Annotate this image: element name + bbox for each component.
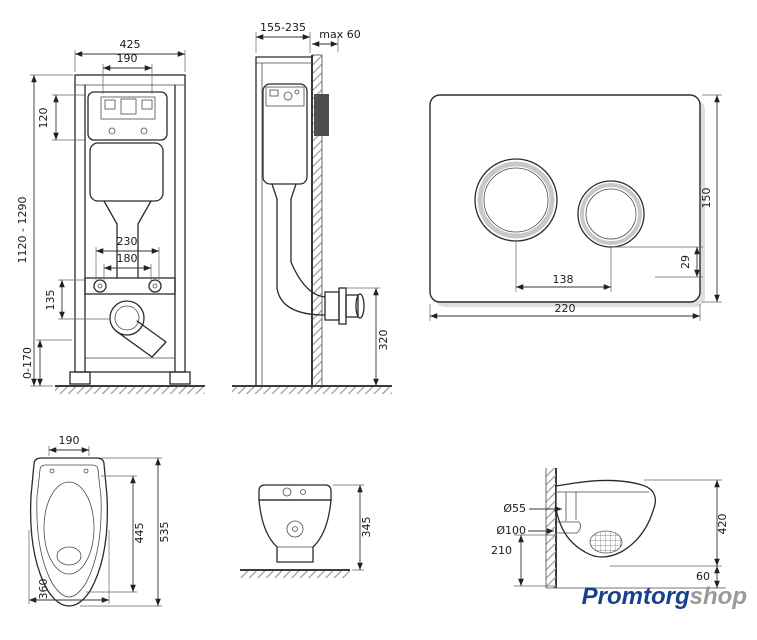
dim-outlet-diameter: Ø100 [496,524,526,537]
dim-drain-diameter: Ø55 [503,502,526,515]
dim-plate-height: 150 [700,188,713,209]
dim-frame-box-height: 120 [37,108,50,129]
dim-bottom-offset: 60 [696,570,710,583]
toilet-top-view: 190 445 535 360 [28,434,171,607]
toilet-front-view: 345 [240,484,373,578]
floor-hatch [55,387,205,394]
dim-lower-height: 210 [491,544,512,557]
toilet-side-view: Ø55 Ø100 210 420 60 [491,468,729,589]
dim-total-height: 420 [716,514,729,535]
wall-bracket [314,94,329,136]
dim-frame-total-width: 425 [120,38,141,51]
dim-plate-width: 220 [555,302,576,315]
dim-frame-bolt-spacing: 230 [117,235,138,248]
floor-hatch [240,571,350,578]
small-flush-button [577,180,645,248]
large-flush-button [474,158,558,242]
frame-side-view: 155-235 max 60 320 [232,21,392,394]
floor-hatch [232,387,392,394]
dim-frame-outlet-offset: 135 [44,290,57,311]
dim-max-wall-offset: max 60 [319,28,360,41]
dim-frame-depth-range: 155-235 [260,21,306,34]
dim-bowl-height: 345 [360,517,373,538]
dim-button-offset: 29 [679,255,692,269]
dim-bowl-length: 535 [158,522,171,543]
wall-hatch [313,55,322,388]
bowl-side-outline [555,479,656,558]
dim-frame-foot-range: 0-170 [21,347,34,379]
brand-wordmark: Promtorgshop [582,583,747,610]
trap-section [589,530,623,554]
dim-bowl-inner-length: 445 [133,523,146,544]
bowl-outer-outline [29,457,109,607]
dim-bowl-front-width: 190 [59,434,80,447]
brand-secondary-text: shop [690,583,747,610]
brand-primary-text: Promtorg [582,583,690,610]
frame-front-view: 425 190 120 1120 - 1290 230 180 135 0-17… [16,38,205,394]
dim-frame-inner-width: 190 [117,52,138,65]
dim-bowl-width: 360 [37,579,50,600]
dim-frame-drain-spacing: 180 [117,252,138,265]
plate-body [429,94,701,303]
dim-outlet-height: 320 [377,330,390,351]
dim-frame-height-range: 1120 - 1290 [16,197,29,264]
brand-logo: Promtorgshop [582,583,747,610]
dim-button-spacing: 138 [553,273,574,286]
flush-plate-view: 138 220 150 29 [429,94,722,321]
wall-hatch [546,468,556,588]
